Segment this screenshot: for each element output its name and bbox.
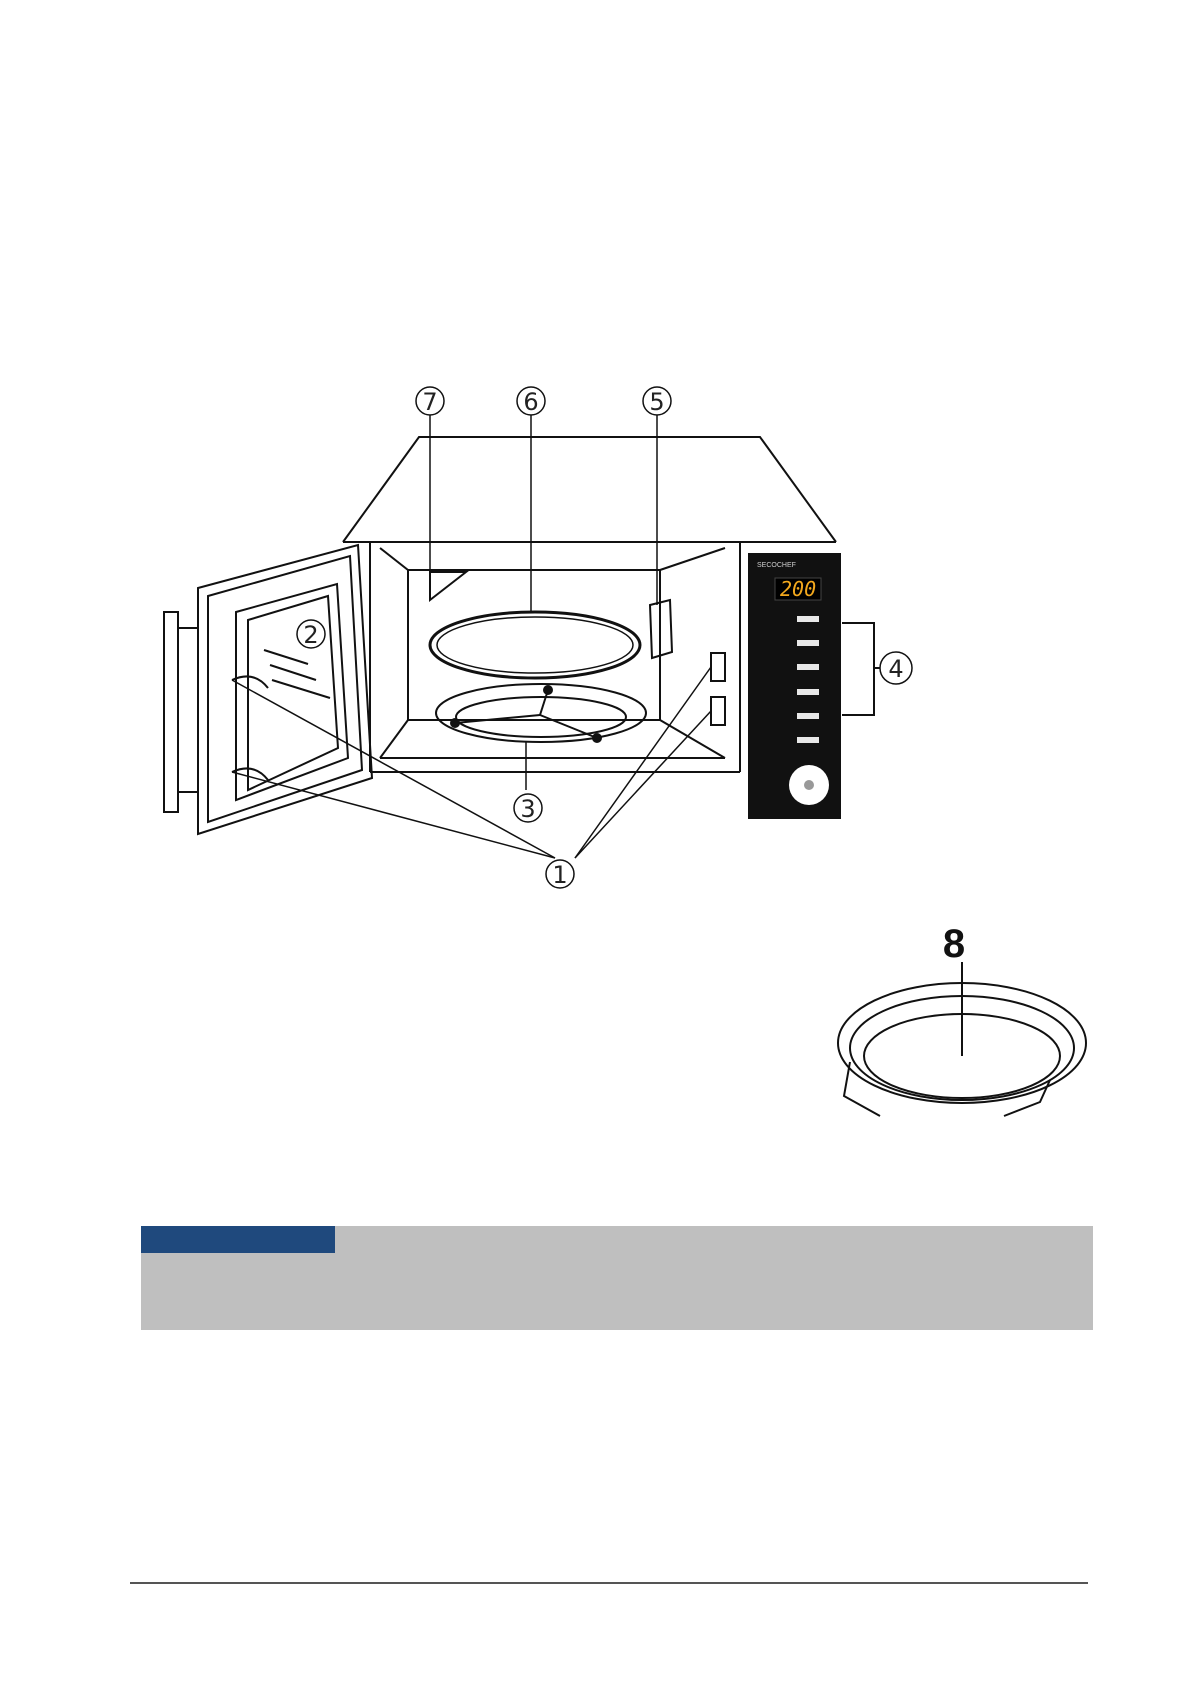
callout-8: 8	[943, 922, 965, 966]
footer-rule	[130, 1582, 1088, 1584]
svg-text:7: 7	[422, 388, 437, 416]
callout-4-bracket	[842, 623, 874, 715]
callout-2: 2	[297, 620, 325, 649]
svg-text:6: 6	[523, 388, 538, 416]
accessory-ring	[838, 962, 1086, 1116]
door-safety-interlock-slots	[711, 653, 725, 725]
svg-text:1: 1	[552, 861, 567, 889]
control-panel: SECOCHEF 200	[748, 553, 841, 819]
section-heading-bar	[141, 1226, 1093, 1330]
callout-1: 1	[546, 860, 574, 889]
glass-tray	[430, 612, 640, 678]
roller-ring	[436, 684, 646, 742]
svg-text:3: 3	[520, 795, 535, 823]
svg-text:4: 4	[888, 655, 903, 683]
callout-7: 7	[416, 387, 444, 416]
callout-4: 4	[880, 652, 912, 684]
wave-guide-cover	[430, 572, 466, 600]
section-heading-tab	[141, 1226, 335, 1253]
svg-text:5: 5	[649, 388, 664, 416]
callout-5: 5	[643, 387, 671, 416]
callout-6: 6	[517, 387, 545, 416]
brand-label: SECOCHEF	[757, 562, 796, 569]
door	[164, 545, 372, 834]
control-display: 200	[780, 577, 816, 601]
svg-text:2: 2	[303, 621, 318, 649]
callout-3: 3	[514, 794, 542, 823]
